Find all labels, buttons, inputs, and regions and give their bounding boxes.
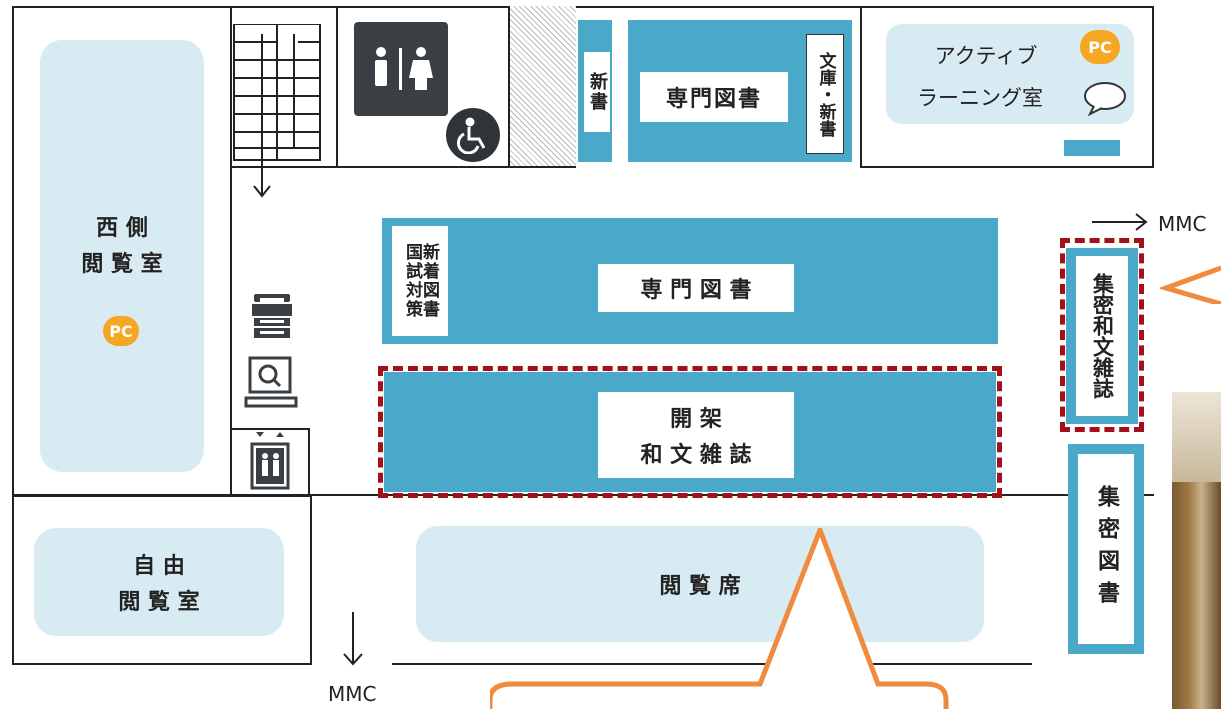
elevator-icon [250, 432, 290, 490]
stack-journals-label-box: 集密和文雑誌 [1076, 256, 1128, 416]
stack-journals-highlight [1060, 238, 1144, 432]
new-arrivals-label-box: 国試対策 新着図書 [392, 226, 448, 336]
restroom-frame [336, 6, 510, 168]
bunko-label-box: 文庫・新書 [806, 34, 844, 154]
arrow-down-icon [343, 612, 363, 666]
stair-room-frame [230, 6, 338, 168]
shinchaku-label: 新着図書 [419, 243, 439, 319]
speech-bubble-icon [1084, 82, 1126, 116]
stack-journals-label: 集密和文雑誌 [1090, 273, 1115, 399]
wall-upper-right-left [860, 6, 862, 168]
free-reading-room-label-2: 閲 覧 室 [118, 590, 200, 615]
reading-seats [416, 526, 984, 642]
restroom-icon [354, 22, 448, 116]
free-reading-room-label-1: 自 由 [133, 554, 185, 579]
senmon-center-label: 専 門 図 書 [640, 278, 752, 303]
open-journals-label-1: 開 架 [670, 407, 722, 432]
senmon-top-label: 専門図書 [665, 87, 762, 112]
west-room-frame [12, 6, 232, 496]
stack-books-label: 集密図書 [1094, 485, 1119, 613]
wall-upper-right-bottom [860, 166, 1154, 168]
reading-seats-label: 閲 覧 席 [659, 574, 741, 599]
elevator-frame [232, 428, 310, 496]
free-reading-room [34, 528, 284, 636]
bunko-shinsho-label: 文庫・新書 [815, 51, 836, 137]
active-learning-label-1: アクティブ [934, 44, 1038, 68]
callout-arrow-right [1160, 265, 1221, 304]
search-terminal-icon [244, 356, 298, 408]
shinsho-left-label-box: 新書 [584, 52, 610, 132]
stairs-icon [233, 24, 321, 198]
pc-badge-west: PC [103, 316, 139, 346]
wall-right-top [1152, 6, 1154, 168]
mmc-bottom-label: MMC [328, 682, 377, 706]
kokushi-label: 国試対策 [402, 243, 422, 319]
mmc-right-label: MMC [1158, 212, 1207, 236]
senmon-top-label-box: 専門図書 [640, 72, 788, 122]
copier-icon [252, 294, 292, 338]
photo-top-strip [1172, 392, 1221, 482]
west-reading-room [40, 40, 204, 472]
west-reading-room-label-2: 閲 覧 室 [81, 252, 163, 277]
west-reading-room-label-1: 西 側 [96, 216, 148, 241]
wheelchair-icon [446, 108, 500, 162]
hatched-wall [510, 6, 576, 168]
callout-pointer [490, 528, 949, 709]
open-journals-highlight [378, 366, 1002, 498]
shinsho-left-label: 新書 [587, 72, 608, 112]
stack-books-label-box: 集密図書 [1078, 454, 1134, 644]
open-journals-label-2: 和 文 雑 誌 [640, 443, 752, 468]
open-journals-label-box: 開 架 和 文 雑 誌 [598, 392, 794, 478]
arrow-right-icon [1092, 213, 1148, 231]
senmon-center-label-box: 専 門 図 書 [598, 264, 794, 312]
active-learning-screen [1064, 140, 1120, 156]
active-learning-label-2: ラーニング室 [917, 86, 1043, 110]
wall-bottom [392, 663, 1032, 665]
pc-badge-active: PC [1080, 30, 1120, 64]
